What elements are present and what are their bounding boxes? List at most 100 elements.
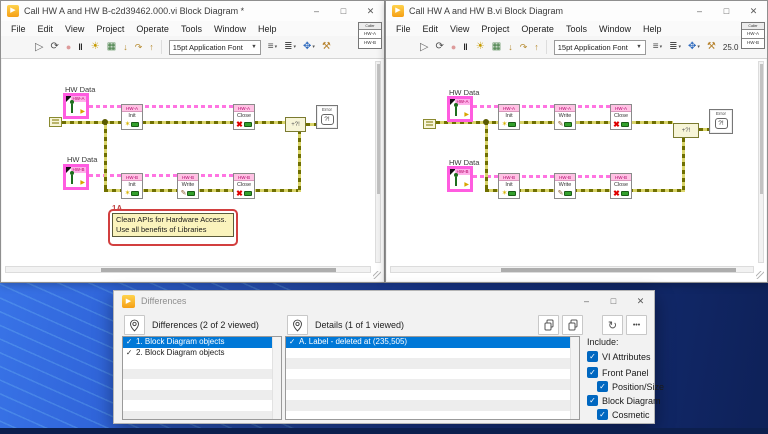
scrollbar-thumb[interactable]: [501, 268, 736, 272]
menu-file[interactable]: File: [11, 23, 26, 34]
error-wire[interactable]: [104, 189, 301, 192]
resize-grip[interactable]: [373, 271, 381, 279]
pause-icon[interactable]: ‖: [78, 42, 84, 52]
step-into-icon[interactable]: ↓: [508, 42, 513, 52]
checkbox-position-size[interactable]: ✓ Position/Size: [597, 381, 664, 392]
list-scrollbar[interactable]: [272, 337, 281, 419]
error-wire[interactable]: [298, 130, 301, 192]
node-hw-b-write[interactable]: HW-B Write ✎: [554, 173, 576, 199]
locate-detail-button[interactable]: [287, 315, 308, 335]
locate-difference-button[interactable]: [124, 315, 145, 335]
node-hw-b-close[interactable]: HW-B Close ✖: [610, 173, 632, 199]
scrollbar-thumb[interactable]: [101, 268, 336, 272]
error-wire[interactable]: [62, 121, 288, 124]
resize-grip[interactable]: [756, 271, 764, 279]
retain-wire-values-icon[interactable]: ▦: [491, 41, 502, 52]
error-handler-node[interactable]: Error ?!: [316, 105, 338, 129]
refresh-button[interactable]: ↻: [602, 315, 623, 335]
more-options-button[interactable]: •••: [626, 315, 647, 335]
vi-icon-badge[interactable]: Caller HW-A HW-B: [741, 22, 765, 49]
node-hw-a-close[interactable]: HW-A Close ✖: [233, 104, 255, 130]
step-over-icon[interactable]: ↷: [134, 42, 143, 52]
menu-view[interactable]: View: [65, 23, 85, 34]
font-selector[interactable]: 15pt Application Font ▼: [553, 39, 646, 55]
font-selector[interactable]: 15pt Application Font ▼: [168, 39, 261, 55]
checkbox-block-diagram[interactable]: ✓ Block Diagram: [587, 395, 661, 406]
menu-help[interactable]: Help: [257, 23, 277, 34]
pause-icon[interactable]: ‖: [463, 42, 469, 52]
step-into-icon[interactable]: ↓: [123, 42, 128, 52]
error-wire[interactable]: [306, 123, 316, 126]
minimize-button[interactable]: –: [583, 296, 589, 306]
menu-window[interactable]: Window: [213, 23, 246, 34]
step-out-icon[interactable]: ↑: [149, 42, 154, 52]
distribute-objects-button[interactable]: ≣▾: [284, 40, 296, 54]
checkbox-vi-attributes[interactable]: ✓ VI Attributes: [587, 351, 651, 362]
menu-file[interactable]: File: [396, 23, 411, 34]
details-list[interactable]: ✓A. Label - deleted at (235,505): [285, 336, 580, 420]
error-wire[interactable]: [485, 121, 488, 192]
differences-list[interactable]: ✓1. Block Diagram objects ✓2. Block Diag…: [122, 336, 282, 420]
hw-data-label[interactable]: HW Data: [65, 85, 96, 94]
menu-operate[interactable]: Operate: [521, 23, 554, 34]
cluster-wire[interactable]: [89, 105, 236, 108]
diff-list-item[interactable]: ✓1. Block Diagram objects: [123, 337, 281, 348]
node-hw-b-init[interactable]: HW-B Init ✶: [121, 173, 143, 199]
hw-data-constant-b[interactable]: HW-B ▶: [447, 166, 473, 192]
horizontal-scrollbar[interactable]: [390, 266, 754, 273]
menu-edit[interactable]: Edit: [37, 23, 54, 34]
run-continuous-icon[interactable]: ⟳: [435, 41, 444, 52]
comment-note[interactable]: Clean APIs for Hardware Access. Use all …: [112, 213, 234, 237]
vertical-scrollbar[interactable]: [758, 61, 764, 263]
block-diagram-canvas[interactable]: HW Data HW-A ▶ HW Data HW-B ▶ HW-A Init …: [2, 59, 383, 281]
cleanup-diagram-icon[interactable]: ⚒: [706, 41, 716, 52]
minimize-button[interactable]: –: [696, 6, 702, 16]
abort-icon[interactable]: ●: [65, 42, 72, 52]
error-cluster-constant[interactable]: [423, 119, 436, 129]
menu-tools[interactable]: Tools: [565, 23, 587, 34]
copy-details-button[interactable]: [562, 315, 583, 335]
run-icon[interactable]: ▷: [420, 41, 429, 53]
taskbar[interactable]: [0, 428, 768, 434]
vi-icon-badge[interactable]: Caller HW-A HW-B: [358, 22, 382, 49]
menu-project[interactable]: Project: [96, 23, 125, 34]
error-wire[interactable]: [699, 128, 709, 131]
hw-data-constant-b[interactable]: HW-B ▶: [63, 164, 89, 190]
diff-list-item[interactable]: ✓2. Block Diagram objects: [123, 348, 281, 359]
detail-list-item[interactable]: ✓A. Label - deleted at (235,505): [286, 337, 579, 348]
node-hw-a-close[interactable]: HW-A Close ✖: [610, 104, 632, 130]
block-diagram-canvas[interactable]: HW Data HW-A ▶ HW Data HW-B ▶ HW-A Init …: [387, 59, 766, 281]
merge-errors-node[interactable]: +?!: [673, 123, 699, 138]
node-hw-a-write[interactable]: HW-A Write ✎: [554, 104, 576, 130]
horizontal-scrollbar[interactable]: [5, 266, 371, 273]
close-button[interactable]: ✕: [749, 6, 758, 16]
distribute-objects-button[interactable]: ≣▾: [669, 40, 681, 54]
minimize-button[interactable]: –: [313, 6, 319, 16]
maximize-button[interactable]: □: [340, 6, 347, 16]
hw-data-label[interactable]: HW Data: [67, 155, 98, 164]
scrollbar-thumb[interactable]: [760, 64, 763, 194]
error-handler-node[interactable]: Error ?!: [709, 109, 733, 134]
maximize-button[interactable]: □: [610, 296, 617, 306]
error-wire[interactable]: [682, 138, 685, 192]
menu-help[interactable]: Help: [642, 23, 662, 34]
error-wire[interactable]: [104, 121, 107, 192]
retain-wire-values-icon[interactable]: ▦: [106, 41, 117, 52]
highlight-execution-icon[interactable]: ☀: [475, 41, 485, 52]
error-cluster-constant[interactable]: [49, 117, 62, 127]
menu-view[interactable]: View: [450, 23, 470, 34]
menu-edit[interactable]: Edit: [422, 23, 439, 34]
menu-tools[interactable]: Tools: [180, 23, 202, 34]
menu-project[interactable]: Project: [481, 23, 510, 34]
node-hw-b-close[interactable]: HW-B Close ✖: [233, 173, 255, 199]
error-wire[interactable]: [485, 189, 685, 192]
node-hw-a-init[interactable]: HW-A Init ✶: [498, 104, 520, 130]
maximize-button[interactable]: □: [723, 6, 730, 16]
reorder-objects-button[interactable]: ✥▾: [688, 40, 700, 54]
close-button[interactable]: ✕: [366, 6, 375, 16]
hw-data-constant-a[interactable]: HW-A ▶: [63, 93, 89, 119]
checkbox-front-panel[interactable]: ✓ Front Panel: [587, 367, 649, 378]
title-bar[interactable]: ▶ Call HW A and HW B-c2d39462.000.vi Blo…: [1, 1, 384, 21]
run-continuous-icon[interactable]: ⟳: [50, 41, 59, 52]
abort-icon[interactable]: ●: [450, 42, 457, 52]
